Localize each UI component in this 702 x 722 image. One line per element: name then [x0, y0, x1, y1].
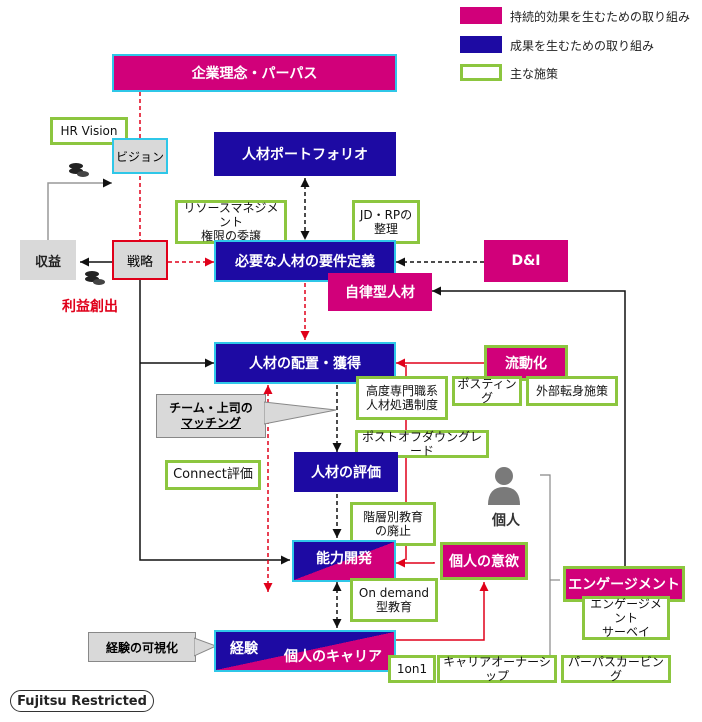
evaluation-box: 人材の評価: [294, 452, 398, 492]
person-icon: [486, 465, 522, 505]
posting-box: ポスティング: [452, 376, 522, 406]
survey-line1: エンゲージメント: [590, 597, 662, 625]
resource-line2: 権限の委譲: [200, 229, 261, 243]
philosophy-box: 企業理念・パーパス: [112, 54, 397, 92]
career-label: 個人のキャリア: [284, 649, 382, 665]
autonomous-box: 自律型人材: [328, 273, 432, 311]
experience-label: 経験: [230, 641, 258, 657]
restricted-label: Fujitsu Restricted: [10, 690, 154, 712]
legend-result-label: 成果を生むための取り組み: [510, 39, 655, 53]
coins-icon-2: [84, 268, 106, 288]
specialist-box: 高度専門職系 人材処遇制度: [356, 376, 448, 420]
development-box: 能力開発: [292, 540, 396, 582]
team-matching-callout: チーム・上司の マッチング: [156, 394, 266, 438]
experience-career-box: 経験 個人のキャリア: [214, 630, 396, 672]
ondemand-line1: On demand: [358, 586, 430, 600]
one-on-one-box: 1on1: [388, 655, 436, 683]
requirements-box: 必要な人材の要件定義: [214, 240, 396, 282]
mobility-box: 流動化: [484, 345, 568, 381]
visualize-pointer: [194, 637, 218, 657]
ondemand-line2: 型教育: [375, 600, 412, 614]
ondemand-box: On demand 型教育: [350, 578, 438, 622]
profit-label: 利益創出: [62, 299, 118, 315]
engagement-survey-box: エンゲージメント サーベイ: [582, 596, 670, 640]
legend-sustain-swatch: [460, 7, 502, 24]
tier-line2: の廃止: [374, 524, 411, 538]
purpose-carving-box: パーパスカービング: [561, 655, 671, 683]
resource-management-box: リソースマネジメント 権限の委譲: [175, 200, 287, 244]
legend-sustain-label: 持続的効果を生むための取り組み: [510, 10, 691, 24]
legend-main-label: 主な施策: [510, 67, 559, 81]
post-off-box: ポストオフダウングレード: [355, 430, 489, 458]
motivation-box: 個人の意欲: [440, 542, 528, 580]
placement-box: 人材の配置・獲得: [214, 342, 396, 384]
tier-education-box: 階層別教育 の廃止: [350, 502, 436, 546]
strategy-box: 戦略: [112, 240, 168, 280]
external-box: 外部転身施策: [526, 376, 618, 406]
team-match-line2: マッチング: [180, 416, 241, 430]
di-box: D&I: [484, 240, 568, 282]
tier-line1: 階層別教育: [362, 510, 423, 524]
legend-main-swatch: [460, 64, 502, 81]
connect-box: Connect評価: [165, 460, 261, 490]
jd-line1: JD・RPの: [359, 208, 413, 222]
career-ownership-box: キャリアオーナーシップ: [437, 655, 557, 683]
legend-result-swatch: [460, 36, 502, 53]
jd-line2: 整理: [373, 222, 398, 236]
visualize-callout: 経験の可視化: [88, 632, 196, 662]
coins-icon: [68, 160, 90, 180]
team-match-line1: チーム・上司の: [169, 401, 253, 415]
survey-line2: サーベイ: [601, 625, 650, 639]
person-label: 個人: [492, 513, 520, 529]
portfolio-box: 人材ポートフォリオ: [214, 132, 396, 176]
vision-box: ビジョン: [112, 138, 168, 174]
callout-pointer: [264, 401, 337, 425]
specialist-line2: 人材処遇制度: [365, 398, 438, 412]
revenue-box: 収益: [20, 240, 76, 280]
jd-rp-box: JD・RPの 整理: [352, 200, 420, 244]
specialist-line1: 高度専門職系: [365, 384, 438, 398]
resource-line1: リソースマネジメント: [183, 201, 279, 229]
